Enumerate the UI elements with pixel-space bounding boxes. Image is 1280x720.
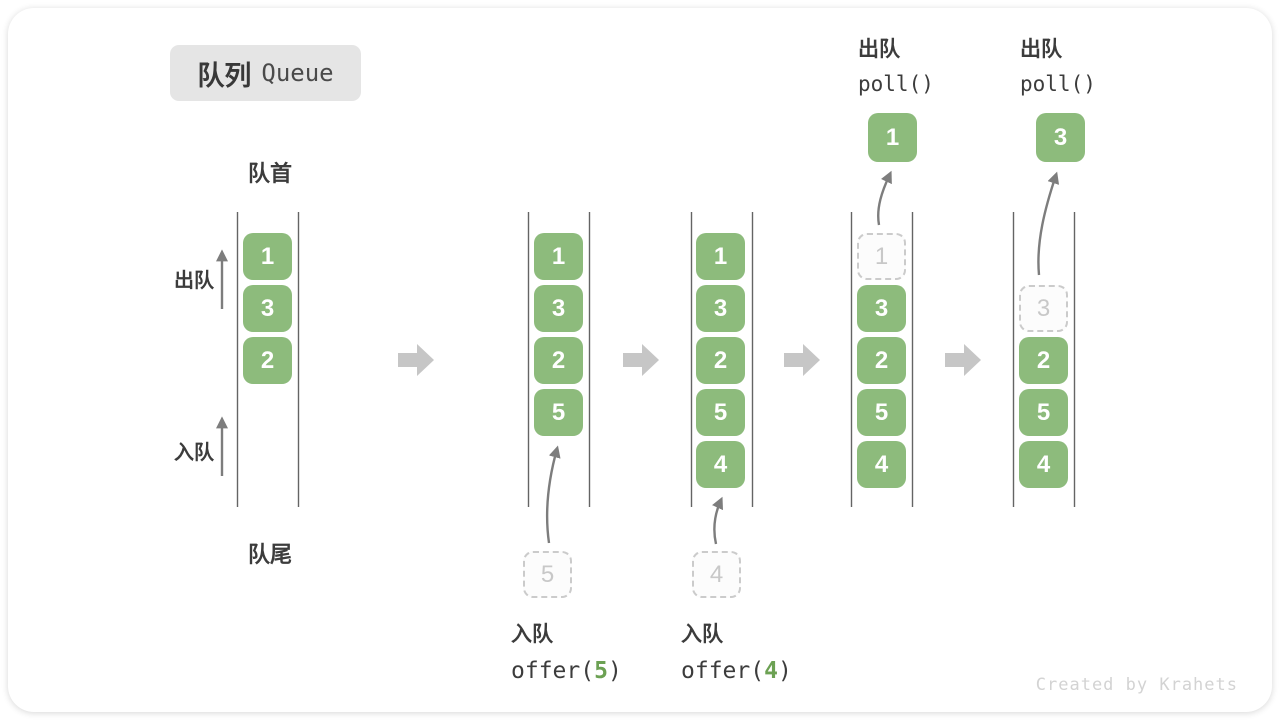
poll-label-code: poll() [858,72,934,96]
queue-item: 3 [534,285,583,332]
queue-item: 2 [696,337,745,384]
queue-item: 2 [857,337,906,384]
offer-close: ) [607,658,622,684]
polled-item: 1 [868,113,917,162]
offer-fn: offer( [681,658,765,684]
operation-offer-4: 入队 offer(4) [681,618,851,684]
queue-item: 4 [696,441,745,488]
operation-offer-5: 入队 offer(5) [511,618,681,684]
diagram-card [8,8,1272,712]
queue-item: 5 [696,389,745,436]
operation-poll-1: 出队 poll() [858,33,988,96]
queue-item: 4 [857,441,906,488]
offer-label-zh: 入队 [681,623,723,646]
queue-item: 5 [534,389,583,436]
label-enqueue-side: 入队 [174,442,214,464]
incoming-item-ghost: 5 [523,551,572,598]
queue-item: 4 [1019,441,1068,488]
queue-item: 3 [857,285,906,332]
removed-item-ghost: 1 [857,233,906,280]
queue-item: 1 [696,233,745,280]
incoming-item-ghost: 4 [692,551,741,598]
polled-item: 3 [1036,113,1085,162]
offer-label-code: offer(4) [681,658,851,684]
label-dequeue-side: 出队 [174,270,214,292]
queue-item: 3 [696,285,745,332]
queue-item: 1 [243,233,292,280]
offer-label-code: offer(5) [511,658,681,684]
offer-label-zh: 入队 [511,623,553,646]
queue-item: 2 [243,337,292,384]
queue-item: 3 [243,285,292,332]
poll-label-code: poll() [1020,72,1096,96]
label-queue-front: 队首 [247,161,292,186]
queue-item: 2 [534,337,583,384]
title-zh: 队列 [197,60,252,91]
label-queue-rear: 队尾 [247,542,292,567]
offer-close: ) [777,658,792,684]
queue-item: 1 [534,233,583,280]
poll-label-zh: 出队 [858,38,900,61]
queue-item: 5 [1019,389,1068,436]
operation-poll-2: 出队 poll() [1020,33,1150,96]
queue-item: 5 [857,389,906,436]
queue-item: 2 [1019,337,1068,384]
title-en: Queue [261,59,334,87]
offer-arg: 4 [764,658,778,684]
poll-label-zh: 出队 [1020,38,1062,61]
offer-fn: offer( [511,658,595,684]
removed-item-ghost: 3 [1019,285,1068,332]
offer-arg: 5 [594,658,608,684]
watermark: Created by Krahets [1035,675,1238,695]
title-badge: 队列 Queue [170,45,361,101]
